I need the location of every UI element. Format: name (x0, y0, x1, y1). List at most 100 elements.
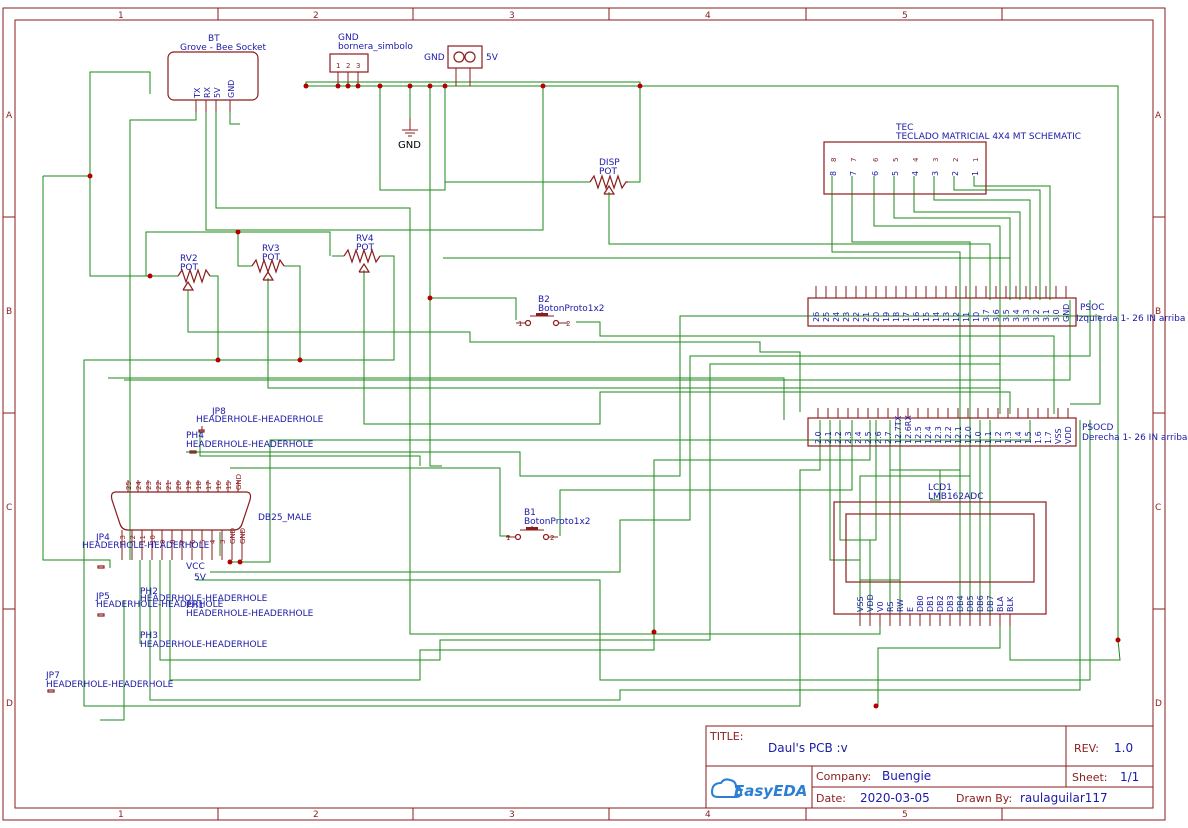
header-jp4: JP4 HEADERHOLE-HEADERHOLE (82, 533, 210, 569)
zone-col-4b: 4 (705, 810, 711, 820)
psocd-pin-label: 12.5 (914, 426, 923, 444)
psoc-pin-label: 3.5 (1002, 309, 1011, 322)
db25-bottom-pin-label: 3 (219, 540, 227, 544)
header-ph4: PH4 HEADERHOLE-HEADERHOLE (186, 431, 314, 454)
bornera-ref: GND (338, 33, 359, 43)
header-jp8: JP8 HEADERHOLE-HEADERHOLE (196, 407, 324, 433)
svg-text:4: 4 (912, 157, 920, 162)
lcd-pin-label: E (906, 607, 915, 612)
bt-pin-rx: RX (203, 86, 212, 98)
psoc-pin-label: 21 (862, 312, 871, 322)
svg-text:5: 5 (892, 158, 900, 162)
psocd-ref: PSOCD (1082, 423, 1114, 433)
easyeda-logo: EasyEDA (710, 778, 807, 800)
psoc-pin-label: 18 (892, 312, 901, 322)
b1-pin1: 1 (506, 534, 510, 542)
psocd-value: Derecha 1- 26 IN arriba (1082, 433, 1187, 443)
header-jp7: JP7 HEADERHOLE-HEADERHOLE (45, 671, 174, 693)
psoc-pin-label: 16 (912, 312, 921, 322)
db25-top-pin-label: 21 (165, 481, 173, 490)
lcd-pin-label: DB0 (916, 595, 925, 612)
rv3-value: POT (262, 253, 281, 263)
db25-top-pin-label: 24 (135, 481, 143, 490)
lcd-pin-label: RS (886, 601, 895, 612)
sheet-label: Sheet: (1072, 771, 1108, 784)
psoc-pin-label: 17 (902, 312, 911, 322)
lcd-pin-label: DB6 (976, 595, 985, 612)
psocd-pin-label: 12.4 (924, 426, 933, 444)
db25-top-pin-label: 16 (215, 481, 223, 490)
disp-value: POT (599, 167, 618, 177)
psoc-pin-label: 20 (872, 312, 881, 322)
bornera-pin-1: 1 (336, 62, 340, 70)
lcd-ref: LCD1 (928, 483, 952, 493)
rv3-ref: RV3 (262, 244, 280, 254)
db25-bottom-pin-label: 9 (159, 540, 167, 544)
zone-row-d: D (6, 699, 13, 709)
svg-text:HEADERHOLE-HEADERHOLE: HEADERHOLE-HEADERHOLE (46, 680, 174, 690)
svg-text:HEADERHOLE-HEADERHOLE: HEADERHOLE-HEADERHOLE (140, 640, 268, 650)
psocd-pin-label: 2.1 (824, 431, 833, 444)
bt-pin-tx: TX (193, 87, 202, 99)
svg-text:3: 3 (932, 158, 940, 162)
svg-text:7: 7 (849, 171, 858, 176)
svg-text:6: 6 (872, 157, 880, 162)
db25-top-pin-label: 25 (125, 481, 133, 490)
psocd-pin-label: 12.2 (944, 426, 953, 444)
sheet-value: 1/1 (1120, 770, 1139, 784)
bt-pin-gnd: GND (227, 80, 236, 98)
zone-row-a-r: A (1155, 111, 1162, 121)
vcc-label: VCC (186, 562, 205, 572)
psoc-pin-label: 14 (932, 312, 941, 322)
power-jack: GND 5V (424, 45, 499, 86)
svg-text:5: 5 (891, 171, 900, 176)
psoc-pin-label: 3.2 (1032, 309, 1041, 322)
lcd-pin-label: DB2 (936, 595, 945, 612)
psocd-pin-label: VDD (1064, 426, 1073, 444)
title-block: TITLE: Daul's PCB :v REV: 1.0 Company: B… (705, 725, 1154, 809)
psocd-pin-label: 2.6 (874, 431, 883, 444)
db25-bottom-pin-label: 10 (149, 535, 157, 544)
svg-text:JP7: JP7 (45, 671, 60, 681)
header-ph1: PH1 HEADERHOLE-HEADERHOLE (186, 601, 314, 619)
headerholes: JP8 HEADERHOLE-HEADERHOLE PH4 HEADERHOLE… (45, 407, 324, 693)
zone-col-1b: 1 (118, 810, 124, 820)
psoc-pin-label: 12 (952, 312, 961, 322)
zone-row-c: C (6, 503, 12, 513)
psoc-pin-label: 26 (812, 312, 821, 322)
rev-label: REV: (1074, 742, 1099, 755)
company-value: Buengie (882, 769, 931, 783)
psoc-pin-label: 15 (922, 312, 931, 322)
bornera-pin-2: 2 (346, 62, 350, 70)
psocd-pin-label: 1.6 (1034, 431, 1043, 444)
db25-bottom-pin-label: GND (229, 528, 237, 544)
bornera-pin-3: 3 (356, 62, 360, 70)
b2-pin1: 1 (518, 320, 522, 328)
zone-row-d-r: D (1155, 699, 1162, 709)
svg-text:PH2: PH2 (140, 587, 158, 597)
ground-symbol: GND (398, 118, 421, 151)
header-ph2: PH2 HEADERHOLE-HEADERHOLE (140, 587, 268, 604)
psoc-pin-label: 3.7 (982, 309, 991, 322)
svg-text:1: 1 (971, 171, 980, 176)
logo-text: EasyEDA (734, 782, 807, 800)
bt-socket: BT Grove - Bee Socket TX RX 5V GND (167, 34, 267, 112)
tec-pins: 8 7 6 5 4 3 2 1 8 7 6 5 4 3 2 1 (829, 157, 980, 176)
header-jp5: JP5 HEADERHOLE-HEADERHOLE (95, 592, 224, 617)
psocd-pin-label: 12.3 (934, 426, 943, 444)
svg-text:8: 8 (830, 158, 838, 162)
rv2-ref: RV2 (180, 254, 198, 264)
title-value: Daul's PCB :v (768, 741, 848, 755)
bt-ref: BT (208, 34, 220, 44)
svg-text:4: 4 (911, 171, 920, 176)
b2-pin2: 2 (566, 320, 570, 328)
date-label: Date: (816, 792, 846, 805)
